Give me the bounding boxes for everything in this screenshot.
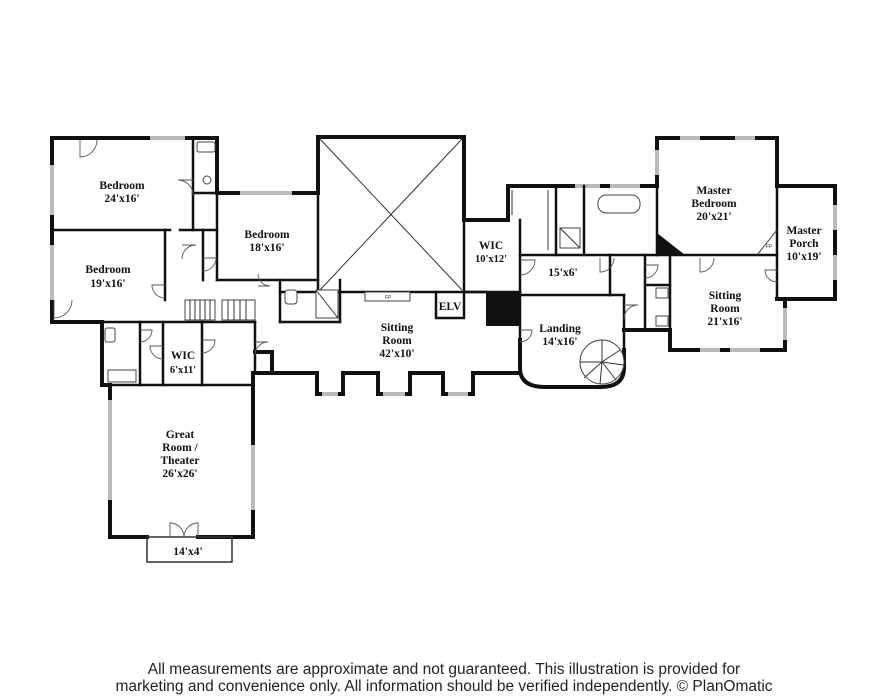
room-name-great-room-1: Great [166, 429, 195, 441]
room-dims-wic-center: 10'x12' [475, 254, 507, 265]
room-name-master-porch-2: Porch [789, 238, 819, 250]
open-to-below [319, 138, 463, 291]
room-name-sitting-right-1: Sitting [709, 290, 742, 302]
spiral-stair [579, 339, 625, 385]
doors [53, 139, 778, 538]
room-name-great-room-2: Room / [162, 442, 198, 454]
fireplace-label-master: FP [766, 244, 773, 250]
room-dims-landing: 14'x16' [542, 336, 577, 348]
room-dims-master-porch: 10'x19' [786, 251, 821, 263]
room-name-sitting-center-1: Sitting [381, 322, 414, 334]
room-name-bedroom-18x16: Bedroom [244, 229, 290, 241]
room-name-sitting-center-2: Room [382, 335, 412, 347]
room-name-master-bedroom-2: Bedroom [691, 198, 737, 210]
room-dims-wic-left: 6'x11' [170, 365, 196, 376]
room-dims-bedroom-19x16: 19'x16' [90, 278, 125, 290]
balcony-outline [146, 536, 233, 563]
fireplace-label-sitting: FP [385, 295, 392, 301]
room-name-great-room-3: Theater [161, 455, 200, 467]
room-name-wic-center: WIC [479, 240, 503, 252]
room-labels: Bedroom 24'x16' Bedroom 18'x16' Bedroom … [85, 180, 821, 558]
floor-plan: FP FP [50, 135, 837, 563]
fixtures: FP FP [104, 141, 778, 385]
room-dims-bedroom-24x16: 24'x16' [104, 193, 139, 205]
stairs-left [184, 299, 256, 321]
disclaimer-line-2: marketing and convenience only. All info… [115, 678, 773, 695]
disclaimer: All measurements are approximate and not… [0, 661, 888, 695]
room-name-master-porch-1: Master [786, 225, 821, 237]
room-dims-balcony: 14'x4' [173, 546, 202, 558]
room-name-master-bedroom-1: Master [696, 185, 731, 197]
room-name-sitting-right-2: Room [710, 303, 740, 315]
room-dims-master-bedroom: 20'x21' [696, 211, 731, 223]
room-name-elevator: ELV [439, 301, 462, 313]
room-dims-great-room: 26'x26' [162, 468, 197, 480]
disclaimer-line-1: All measurements are approximate and not… [147, 661, 741, 678]
room-dims-hall: 15'x6' [548, 267, 577, 279]
room-dims-sitting-right: 21'x16' [707, 316, 742, 328]
room-name-landing: Landing [539, 323, 581, 335]
room-name-bedroom-24x16: Bedroom [99, 180, 145, 192]
room-name-wic-left: WIC [171, 350, 195, 362]
windows [50, 136, 837, 510]
room-dims-sitting-center: 42'x10' [379, 348, 414, 360]
room-name-bedroom-19x16: Bedroom [85, 264, 131, 276]
room-dims-bedroom-18x16: 18'x16' [249, 242, 284, 254]
